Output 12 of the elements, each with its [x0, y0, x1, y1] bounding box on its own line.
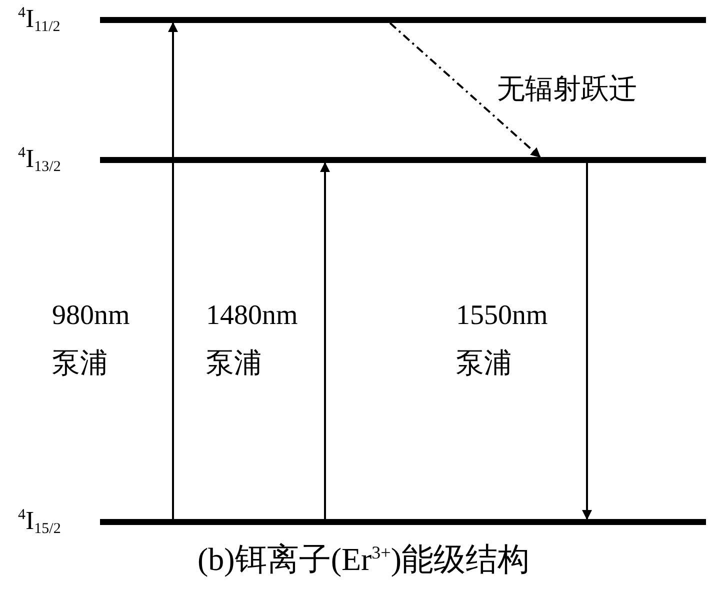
level-label: $^{4}$I$_{15/2}$ — [18, 508, 61, 537]
edge-label: 无辐射跃迁 — [497, 73, 638, 107]
edge-label: 1550nm 泵浦 — [456, 299, 549, 381]
transition-arrow — [582, 163, 592, 520]
level-label: $^{4}$I$_{11/2}$ — [18, 6, 60, 35]
edge-label: 980nm 泵浦 — [52, 299, 131, 381]
transition-arrow-dashed — [389, 22, 541, 158]
edge-label: 1480nm 泵浦 — [206, 299, 299, 381]
caption: (b)铒离子(Er$^{3+}$)能级结构 — [196, 540, 530, 579]
transition-arrow — [320, 162, 330, 519]
transition-arrow — [168, 22, 178, 519]
level-label: $^{4}$I$_{13/2}$ — [18, 146, 61, 175]
